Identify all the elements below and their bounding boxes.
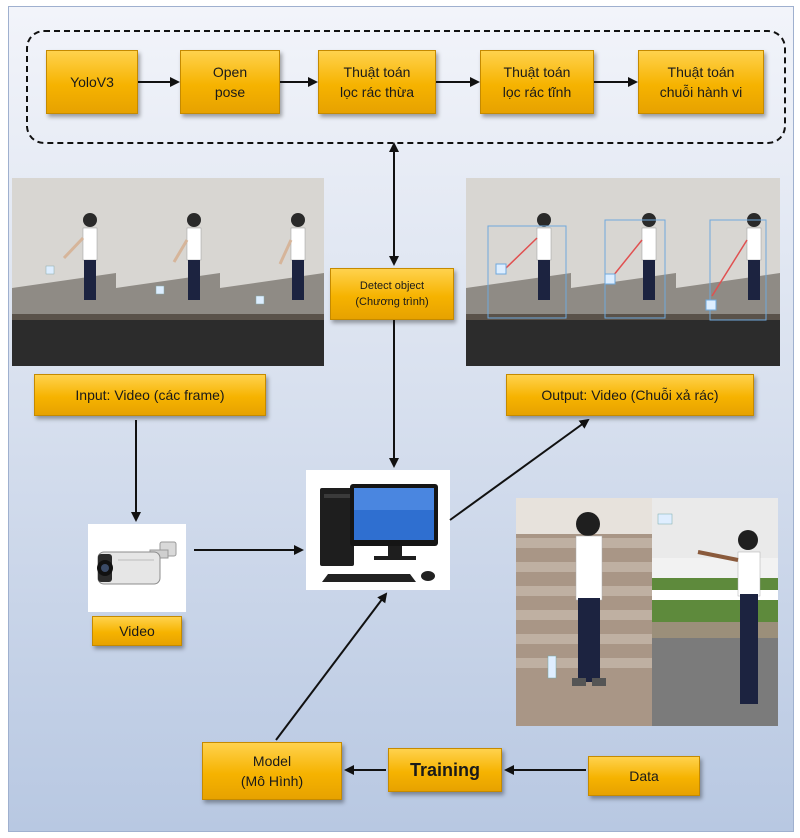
openpose-box: Open pose (180, 50, 280, 114)
pipeline-group (26, 30, 786, 144)
input-video-label: Input: Video (các frame) (75, 387, 225, 403)
openpose-label: Open pose (212, 64, 248, 100)
yolov3-box: YoloV3 (46, 50, 138, 114)
output-frame-1 (466, 178, 571, 366)
training-label: Training (409, 760, 480, 780)
training-photo-1 (516, 498, 652, 726)
detect-object-label: Detect object (Chương trình) (355, 280, 429, 308)
output-frame-3 (676, 178, 780, 366)
video-label: Video (119, 623, 155, 639)
detect-object-box: Detect object (Chương trình) (330, 268, 454, 320)
camera-image (88, 524, 186, 612)
video-box: Video (92, 616, 182, 646)
filter-extra-label: Thuật toán lọc rác thừa (340, 64, 414, 100)
input-frame-1 (12, 178, 116, 366)
sequence-label: Thuật toán chuỗi hành vi (659, 64, 743, 100)
input-frame-3 (220, 178, 324, 366)
arrow-computer-to-output (449, 418, 590, 521)
filter-static-box: Thuật toán lọc rác tĩnh (480, 50, 594, 114)
model-box: Model (Mô Hình) (202, 742, 342, 800)
desktop-computer-icon (320, 484, 438, 582)
training-photo-2 (652, 498, 778, 726)
training-box: Training (388, 748, 502, 792)
input-frames-image (12, 178, 324, 366)
data-label: Data (629, 768, 659, 784)
model-label: Model (Mô Hình) (240, 753, 304, 789)
cctv-camera-icon (97, 541, 177, 585)
computer-image (306, 470, 450, 590)
arrow-model-to-computer (275, 592, 388, 741)
yolov3-label: YoloV3 (70, 74, 114, 90)
data-box: Data (588, 756, 700, 796)
training-photos-image (516, 498, 778, 726)
output-frame-2 (571, 178, 676, 366)
filter-extra-box: Thuật toán lọc rác thừa (318, 50, 436, 114)
output-video-box: Output: Video (Chuỗi xả rác) (506, 374, 754, 416)
output-frames-image (466, 178, 780, 366)
input-video-box: Input: Video (các frame) (34, 374, 266, 416)
input-frame-2 (116, 178, 220, 366)
sequence-box: Thuật toán chuỗi hành vi (638, 50, 764, 114)
filter-static-label: Thuật toán lọc rác tĩnh (502, 64, 572, 100)
output-video-label: Output: Video (Chuỗi xả rác) (541, 387, 719, 403)
